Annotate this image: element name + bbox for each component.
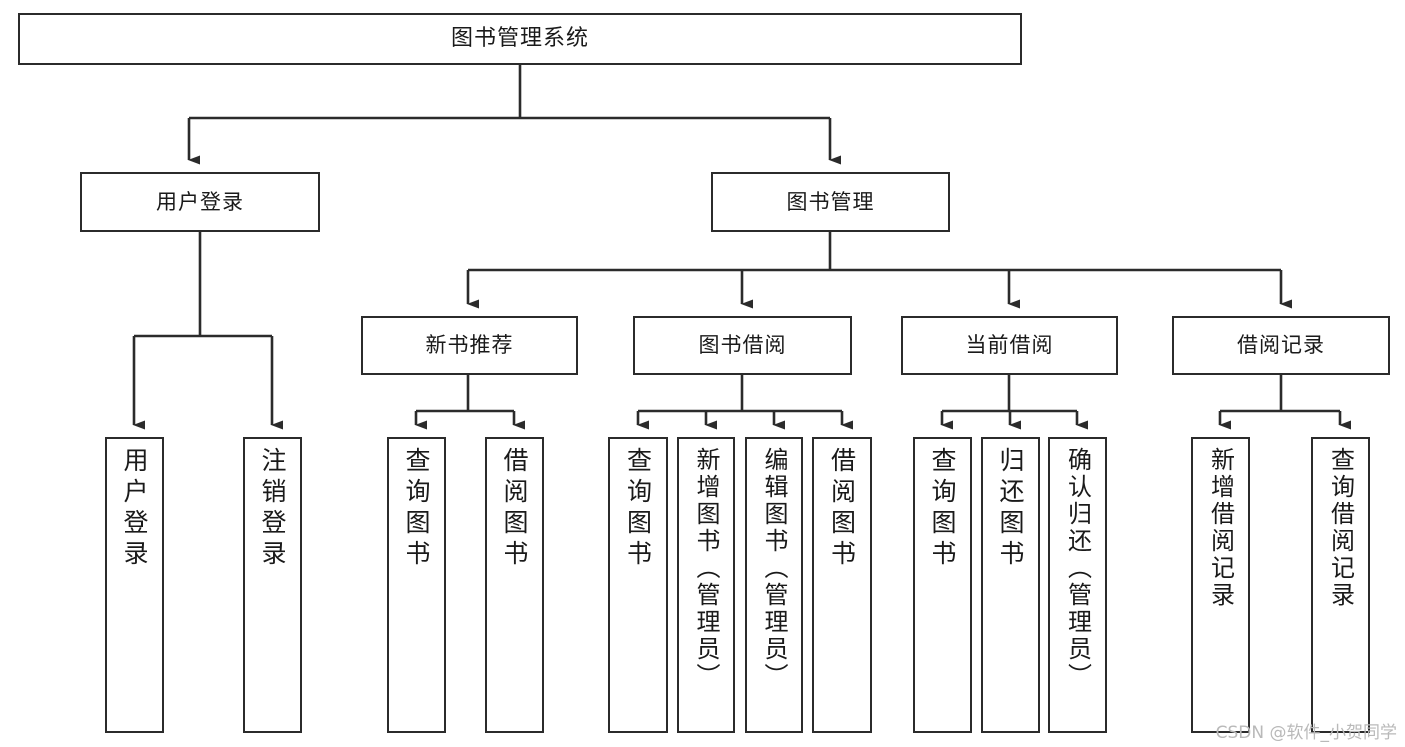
leaf-label: 新增图书（管理员） bbox=[692, 447, 720, 690]
node-book-manage-label: 图书管理 bbox=[786, 189, 875, 214]
leaf-new-book-0[interactable]: 查询图书 bbox=[387, 437, 446, 733]
leaf-new-book-1[interactable]: 借阅图书 bbox=[485, 437, 544, 733]
node-book-manage[interactable]: 图书管理 bbox=[711, 172, 950, 232]
node-borrow-record[interactable]: 借阅记录 bbox=[1172, 316, 1390, 375]
node-current-borrow-label: 当前借阅 bbox=[965, 333, 1054, 358]
leaf-user-login-0[interactable]: 用户登录 bbox=[105, 437, 164, 733]
leaf-borrow-record-0[interactable]: 新增借阅记录 bbox=[1191, 437, 1250, 733]
node-current-borrow[interactable]: 当前借阅 bbox=[901, 316, 1118, 375]
leaf-current-borrow-0[interactable]: 查询图书 bbox=[913, 437, 972, 733]
node-root[interactable]: 图书管理系统 bbox=[18, 13, 1022, 65]
leaf-label: 编辑图书（管理员） bbox=[760, 447, 788, 690]
node-user-login-label: 用户登录 bbox=[156, 189, 244, 214]
leaf-label: 查询图书 bbox=[623, 447, 653, 571]
node-user-login[interactable]: 用户登录 bbox=[80, 172, 320, 232]
leaf-label: 查询借阅记录 bbox=[1326, 447, 1355, 609]
leaf-book-borrow-1[interactable]: 新增图书（管理员） bbox=[677, 437, 735, 733]
leaf-book-borrow-0[interactable]: 查询图书 bbox=[608, 437, 668, 733]
leaf-label: 注销登录 bbox=[258, 447, 287, 571]
node-new-book-recommend[interactable]: 新书推荐 bbox=[361, 316, 578, 375]
node-book-borrow[interactable]: 图书借阅 bbox=[633, 316, 852, 375]
leaf-label: 新增借阅记录 bbox=[1206, 447, 1235, 609]
leaf-current-borrow-2[interactable]: 确认归还（管理员） bbox=[1048, 437, 1107, 733]
leaf-label: 借阅图书 bbox=[827, 447, 857, 571]
leaf-book-borrow-3[interactable]: 借阅图书 bbox=[812, 437, 872, 733]
leaf-borrow-record-1[interactable]: 查询借阅记录 bbox=[1311, 437, 1370, 733]
node-book-borrow-label: 图书借阅 bbox=[698, 333, 787, 358]
node-root-label: 图书管理系统 bbox=[450, 26, 589, 52]
leaf-label: 归还图书 bbox=[996, 447, 1025, 571]
leaf-label: 确认归还（管理员） bbox=[1063, 447, 1092, 690]
node-new-book-recommend-label: 新书推荐 bbox=[425, 333, 514, 358]
node-borrow-record-label: 借阅记录 bbox=[1237, 333, 1325, 358]
leaf-label: 查询图书 bbox=[402, 447, 431, 571]
leaf-label: 用户登录 bbox=[120, 447, 149, 571]
leaf-book-borrow-2[interactable]: 编辑图书（管理员） bbox=[745, 437, 803, 733]
leaf-label: 查询图书 bbox=[928, 447, 957, 571]
leaf-label: 借阅图书 bbox=[500, 447, 529, 571]
leaf-current-borrow-1[interactable]: 归还图书 bbox=[981, 437, 1040, 733]
leaf-user-login-1[interactable]: 注销登录 bbox=[243, 437, 302, 733]
